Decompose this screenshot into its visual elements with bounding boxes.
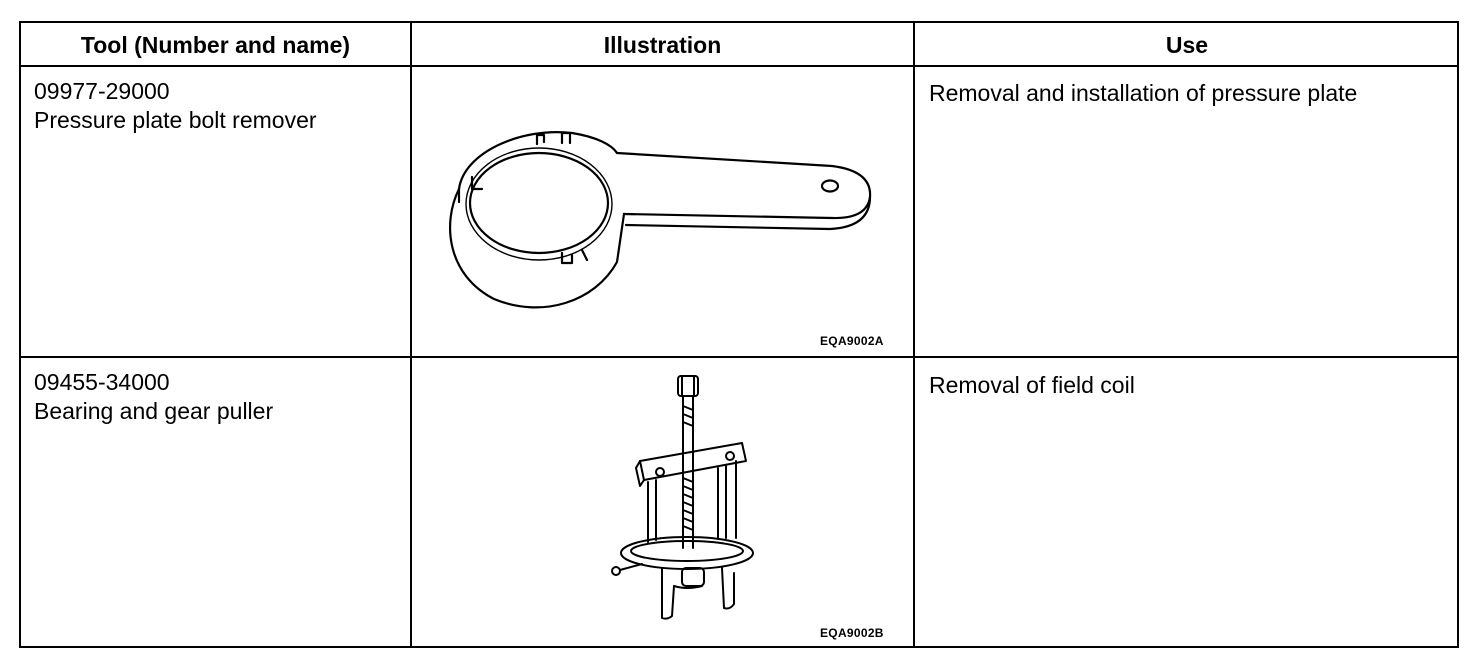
column-divider [913,23,915,646]
row-divider [21,356,1457,358]
tool-cell: 09455-34000 Bearing and gear puller [34,368,273,426]
bearing-gear-puller-drawing [611,375,754,620]
header-divider [21,65,1457,67]
special-tools-table: Tool (Number and name) Illustration Use … [19,21,1459,648]
tool-name: Bearing and gear puller [34,398,274,424]
tool-number: 09977-29000 [34,78,170,104]
pressure-plate-bolt-remover-drawing [448,131,872,309]
header-tool: Tool (Number and name) [80,31,351,58]
column-divider [410,23,412,646]
header-use: Use [1165,31,1209,58]
header-illustration: Illustration [603,31,722,58]
use-text: Removal and installation of pressure pla… [929,80,1358,106]
tool-name: Pressure plate bolt remover [34,107,317,133]
use-text: Removal of field coil [929,372,1135,398]
illustration-code: EQA9002A [820,334,884,348]
tool-number: 09455-34000 [34,369,170,395]
illustration-code: EQA9002B [820,626,884,640]
tool-cell: 09977-29000 Pressure plate bolt remover [34,77,317,135]
